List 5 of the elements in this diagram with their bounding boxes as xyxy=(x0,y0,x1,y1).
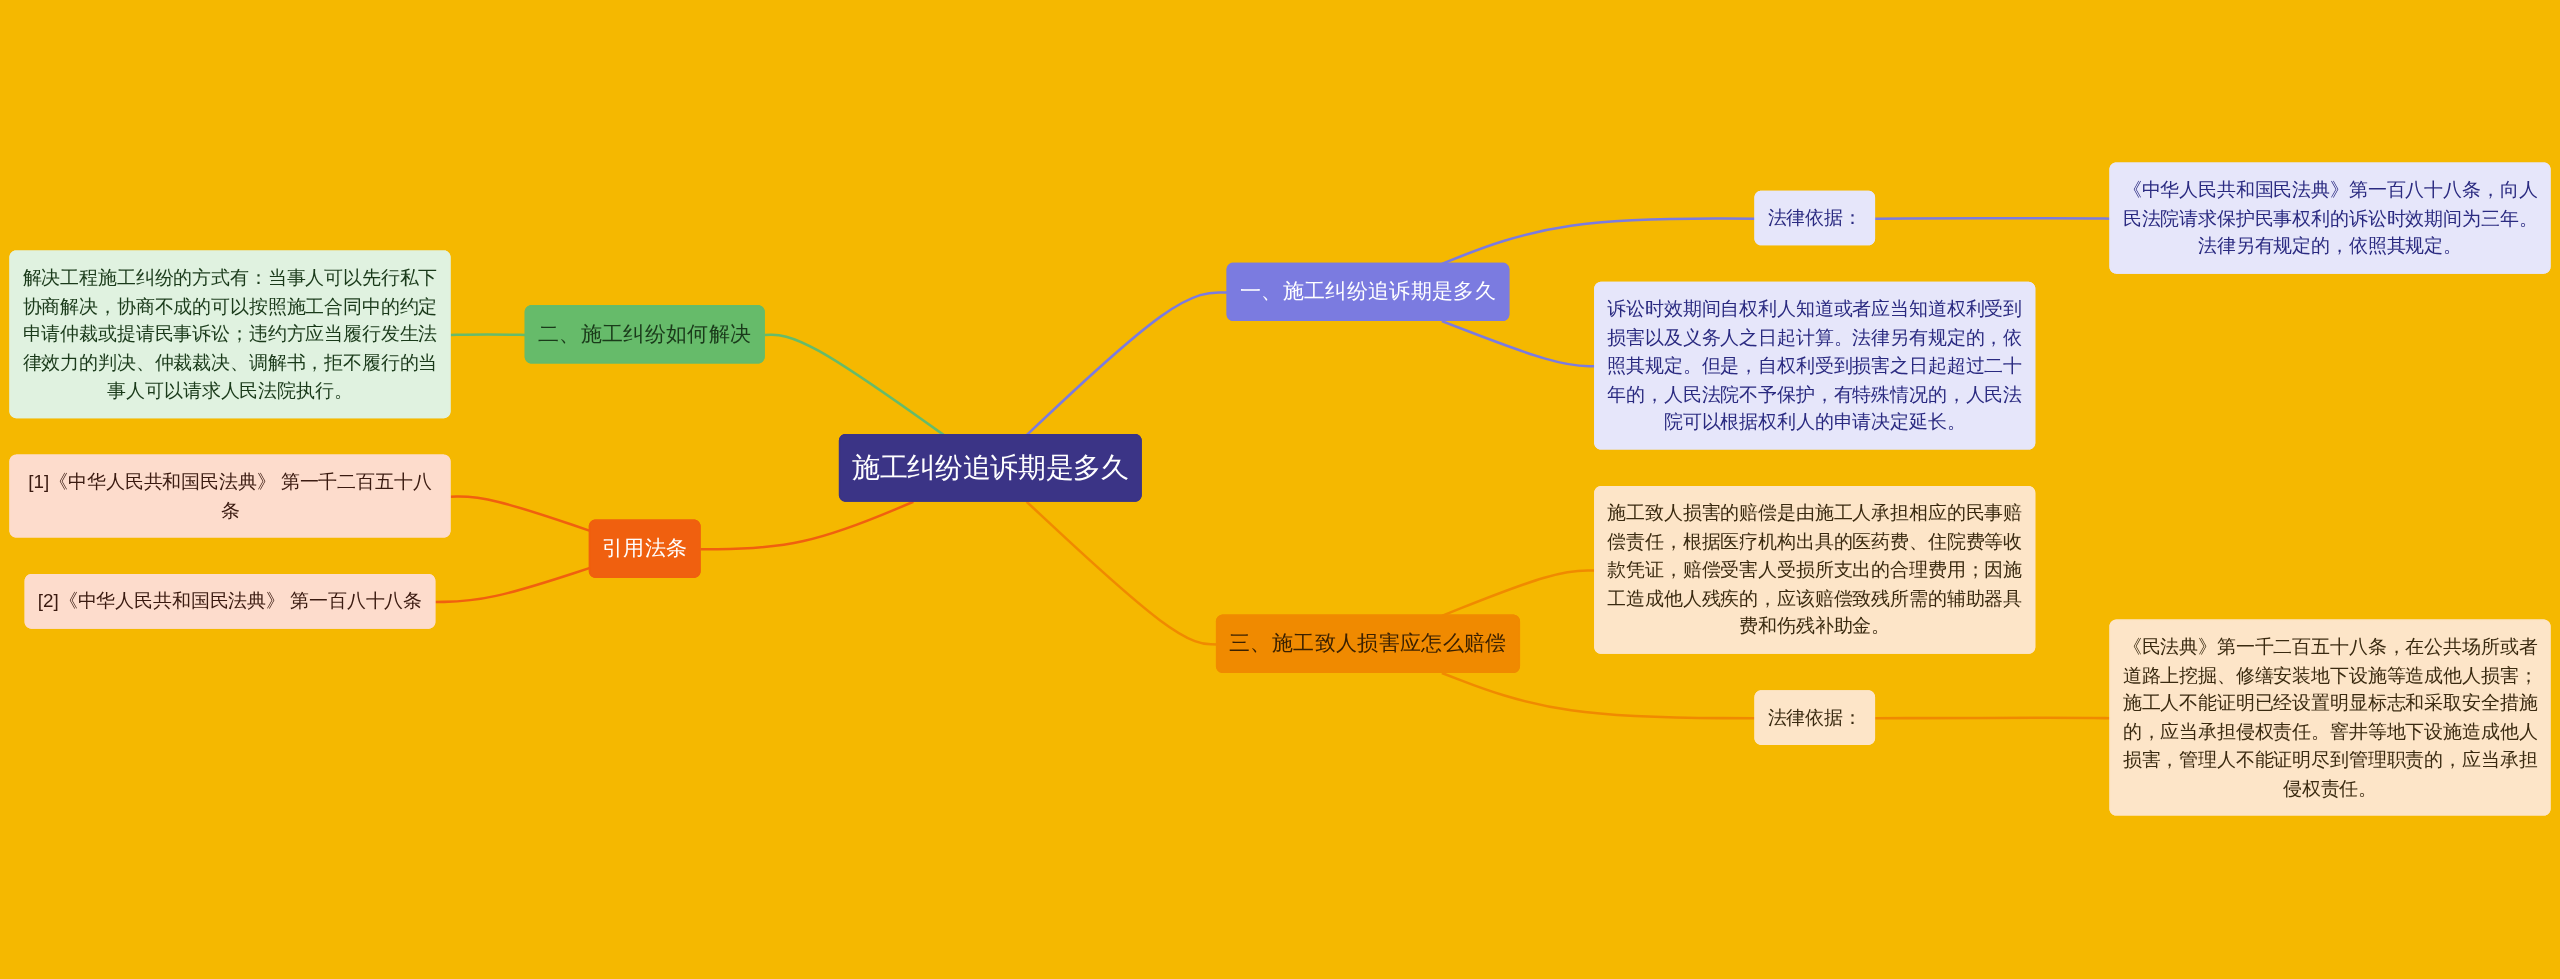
connector xyxy=(1441,672,1756,720)
connector xyxy=(450,333,526,337)
connector xyxy=(1875,717,2111,720)
connector xyxy=(1875,217,2111,221)
connector xyxy=(700,501,914,552)
